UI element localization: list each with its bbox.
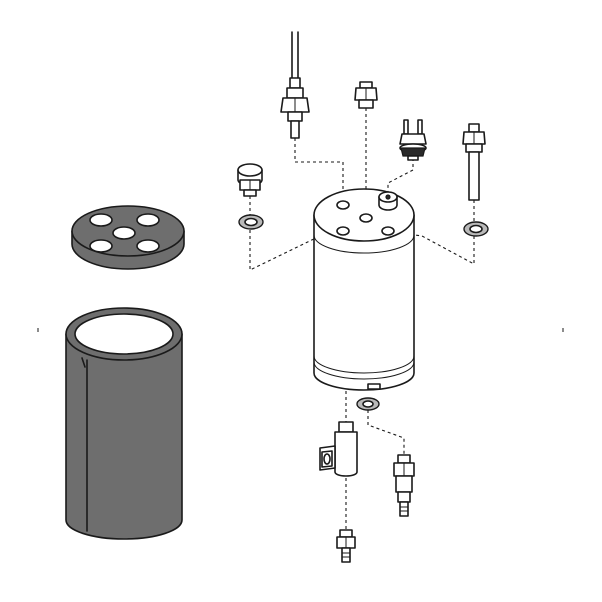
- thermostat-boss-hole: [386, 195, 390, 199]
- level-probe-rod: [469, 152, 479, 200]
- elbow-top-thread: [339, 422, 353, 432]
- probe-nut: [287, 88, 303, 98]
- level-probe-cap: [469, 124, 479, 132]
- plug-head-top: [238, 164, 262, 176]
- valve-nut: [398, 492, 410, 502]
- thermostat-stem: [408, 156, 418, 160]
- probe-stem: [291, 121, 299, 138]
- plug-cap: [238, 164, 262, 196]
- thermostat-terminal: [404, 120, 408, 134]
- washer-hole: [470, 226, 482, 233]
- tank-bottom-spout: [368, 384, 380, 389]
- fitting-top: [360, 82, 372, 88]
- top-fitting: [355, 82, 377, 108]
- fitting-thread: [359, 100, 373, 108]
- elbow-body: [335, 432, 357, 476]
- elbow-outlet-hole: [324, 454, 330, 464]
- disc-hole: [137, 214, 159, 226]
- valve-barb: [400, 502, 408, 516]
- sleeve-body: [66, 334, 182, 539]
- nipple-top: [340, 530, 352, 537]
- nipple-barb: [342, 548, 350, 562]
- plug-thread: [244, 190, 256, 196]
- tank-port: [360, 214, 372, 222]
- bottom-elbow-fitting: [320, 422, 357, 476]
- level-probe-collar: [466, 144, 482, 152]
- sleeve-opening: [75, 314, 173, 354]
- valve-body: [396, 476, 412, 492]
- thermostat-terminal: [418, 120, 422, 134]
- tank-port: [337, 227, 349, 235]
- disc-hole: [113, 227, 135, 239]
- drain-valve: [394, 455, 414, 516]
- bottom-nipple: [337, 530, 355, 562]
- probe-cable-boot: [290, 78, 300, 88]
- valve-top: [398, 455, 410, 463]
- insulation-disc: [72, 206, 184, 269]
- probe-sensor: [281, 32, 309, 138]
- washer-hole: [245, 219, 257, 226]
- thermostat-cap: [400, 134, 426, 144]
- thermostat-base: [401, 148, 425, 156]
- guide-line-thermostat: [388, 158, 413, 197]
- level-probe: [463, 124, 485, 200]
- disc-hole: [90, 240, 112, 252]
- disc-hole: [90, 214, 112, 226]
- washer-bottom: [357, 398, 379, 410]
- tank-port: [382, 227, 394, 235]
- disc-hole: [137, 240, 159, 252]
- washer-left: [239, 215, 263, 229]
- probe-thread: [288, 112, 302, 121]
- guide-line-drain-valve: [368, 410, 404, 455]
- washer-right: [464, 222, 488, 236]
- washer-hole: [363, 401, 373, 407]
- boiler-tank: [314, 189, 414, 390]
- insulating-sleeve: [66, 308, 182, 539]
- thermostat: [400, 120, 426, 160]
- tank-port: [337, 201, 349, 209]
